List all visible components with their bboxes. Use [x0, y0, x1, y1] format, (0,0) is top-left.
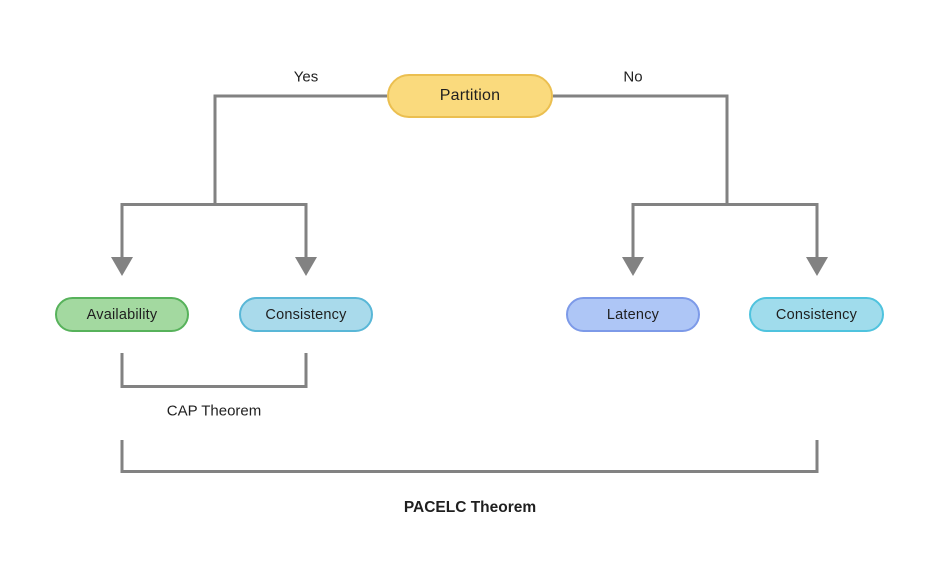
connector-yes-splitter: [120, 203, 308, 259]
connector-no-branch: [553, 94, 729, 206]
node-partition: Partition: [387, 74, 553, 118]
node-availability: Availability: [55, 297, 189, 332]
arrow-down-latency-icon: [622, 257, 644, 276]
cap-theorem-bracket: [120, 353, 308, 388]
connector-yes-branch: [213, 94, 387, 206]
connector-no-splitter: [631, 203, 819, 259]
pacelc-theorem-bracket: [120, 440, 819, 473]
pacelc-theorem-label: PACELC Theorem: [403, 499, 537, 516]
arrow-down-consistency-cap-icon: [295, 257, 317, 276]
cap-theorem-label: CAP Theorem: [166, 402, 262, 420]
arrow-down-availability-icon: [111, 257, 133, 276]
node-latency: Latency: [566, 297, 700, 332]
branch-label-no: No: [623, 68, 643, 86]
node-consistency-cap: Consistency: [239, 297, 373, 332]
arrow-down-consistency-pacelc-icon: [806, 257, 828, 276]
node-consistency-pacelc: Consistency: [749, 297, 884, 332]
branch-label-yes: Yes: [293, 68, 319, 86]
